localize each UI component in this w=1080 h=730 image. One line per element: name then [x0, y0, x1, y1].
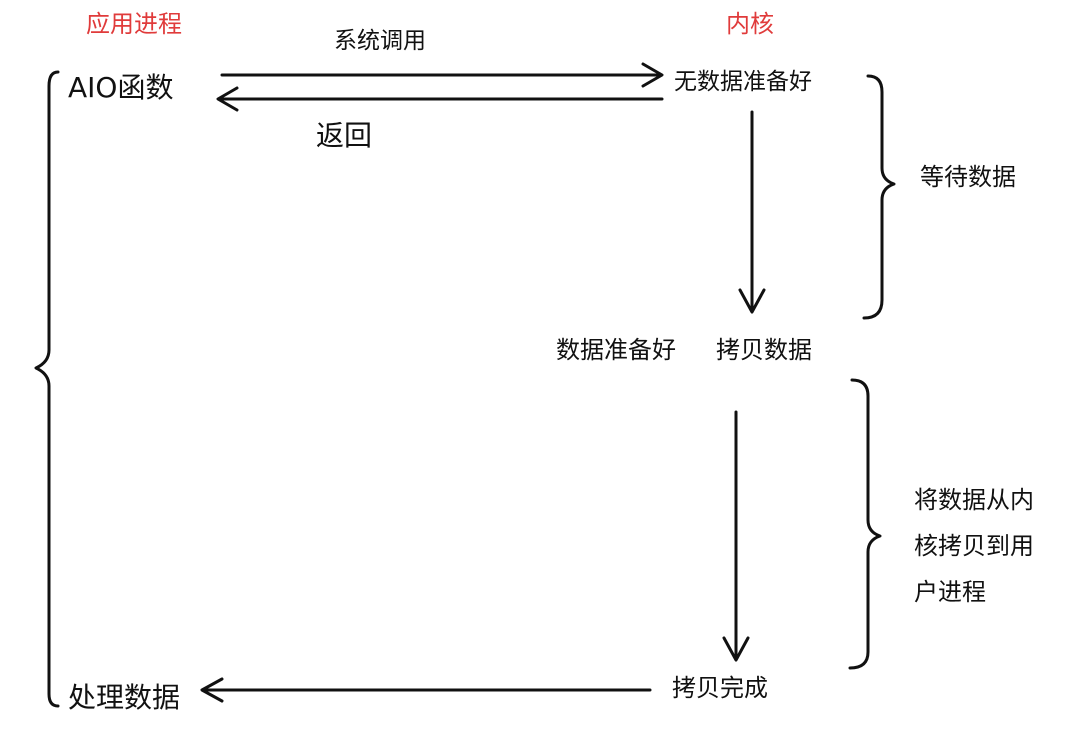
- return-label: 返回: [316, 119, 373, 152]
- copy-to-user-line-3: 户进程: [914, 578, 986, 606]
- no-data-ready-node: 无数据准备好: [674, 69, 812, 95]
- copy-phase-brace: [848, 378, 882, 670]
- return-arrowhead: [216, 86, 239, 112]
- aio-function-node: AIO函数: [68, 71, 174, 104]
- process-data-node: 处理数据: [68, 681, 181, 714]
- copy-data-arrowhead: [722, 636, 750, 662]
- wait-data-arrowhead: [738, 288, 766, 314]
- data-ready-node: 数据准备好: [556, 336, 676, 364]
- copy-done-node: 拷贝完成: [672, 674, 768, 702]
- app-process-header: 应用进程: [86, 10, 182, 38]
- kernel-header: 内核: [726, 10, 774, 38]
- deliver-data-arrowhead: [200, 677, 224, 703]
- copy-to-user-line-1: 将数据从内: [914, 486, 1034, 514]
- app-process-brace: [34, 70, 60, 708]
- copy-to-user-line-2: 核拷贝到用: [914, 532, 1034, 560]
- system-call-arrowhead: [641, 62, 664, 88]
- system-call-label: 系统调用: [334, 28, 426, 54]
- wait-data-brace: [862, 74, 896, 320]
- wait-data-label: 等待数据: [920, 163, 1016, 191]
- copy-to-user-label: 将数据从内 核拷贝到用 户进程: [914, 488, 1034, 626]
- copy-data-node: 拷贝数据: [716, 336, 812, 364]
